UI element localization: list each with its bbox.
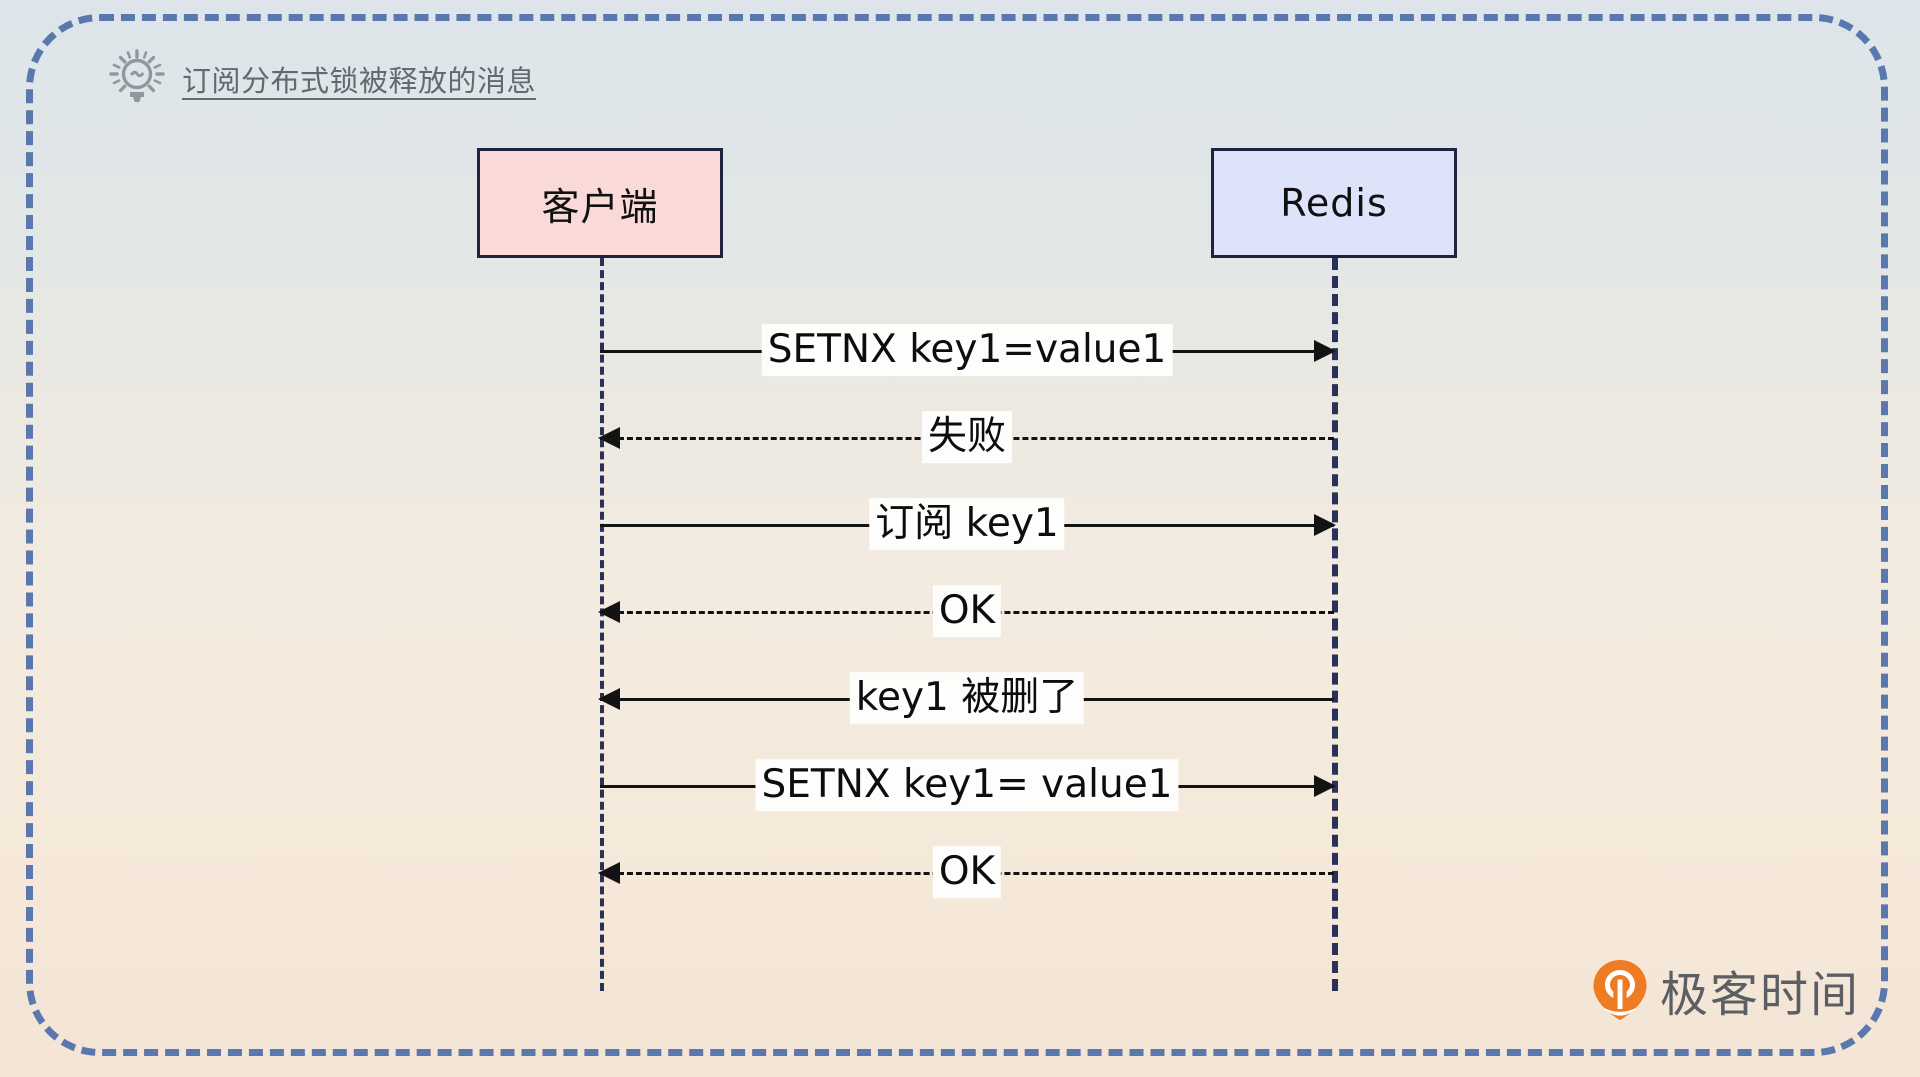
participant-label-client: 客户端: [541, 184, 659, 229]
diagram-title-row: 订阅分布式锁被释放的消息: [108, 48, 536, 110]
participant-label-redis: Redis: [1280, 181, 1388, 225]
arrowhead-right-3: [1314, 514, 1336, 536]
message-label-1: SETNX key1=value1: [761, 324, 1173, 376]
arrowhead-left-2: [598, 427, 620, 449]
message-label-2: 失败: [921, 411, 1013, 463]
page-title: 订阅分布式锁被释放的消息: [182, 64, 537, 98]
message-label-3: 订阅 key1: [869, 498, 1065, 550]
watermark-text: 极客时间: [1659, 967, 1860, 1023]
lifeline-redis: [1332, 258, 1338, 991]
message-label-7: OK: [932, 846, 1002, 898]
message-label-5: key1 被删了: [849, 672, 1085, 724]
arrowhead-right-1: [1314, 340, 1336, 362]
arrowhead-left-7: [598, 862, 620, 884]
message-label-6: SETNX key1= value1: [755, 759, 1179, 811]
arrowhead-left-5: [598, 688, 620, 710]
message-label-4: OK: [932, 585, 1002, 637]
watermark: 极客时间: [1592, 955, 1860, 1025]
arrowhead-right-6: [1314, 775, 1336, 797]
lightbulb-idea-icon: [108, 48, 166, 110]
arrowhead-left-4: [598, 601, 620, 623]
participant-box-client: 客户端: [477, 148, 723, 258]
participant-box-redis: Redis: [1211, 148, 1457, 258]
lifeline-client: [600, 258, 604, 991]
geektime-drop-logo-icon: [1592, 959, 1648, 1021]
